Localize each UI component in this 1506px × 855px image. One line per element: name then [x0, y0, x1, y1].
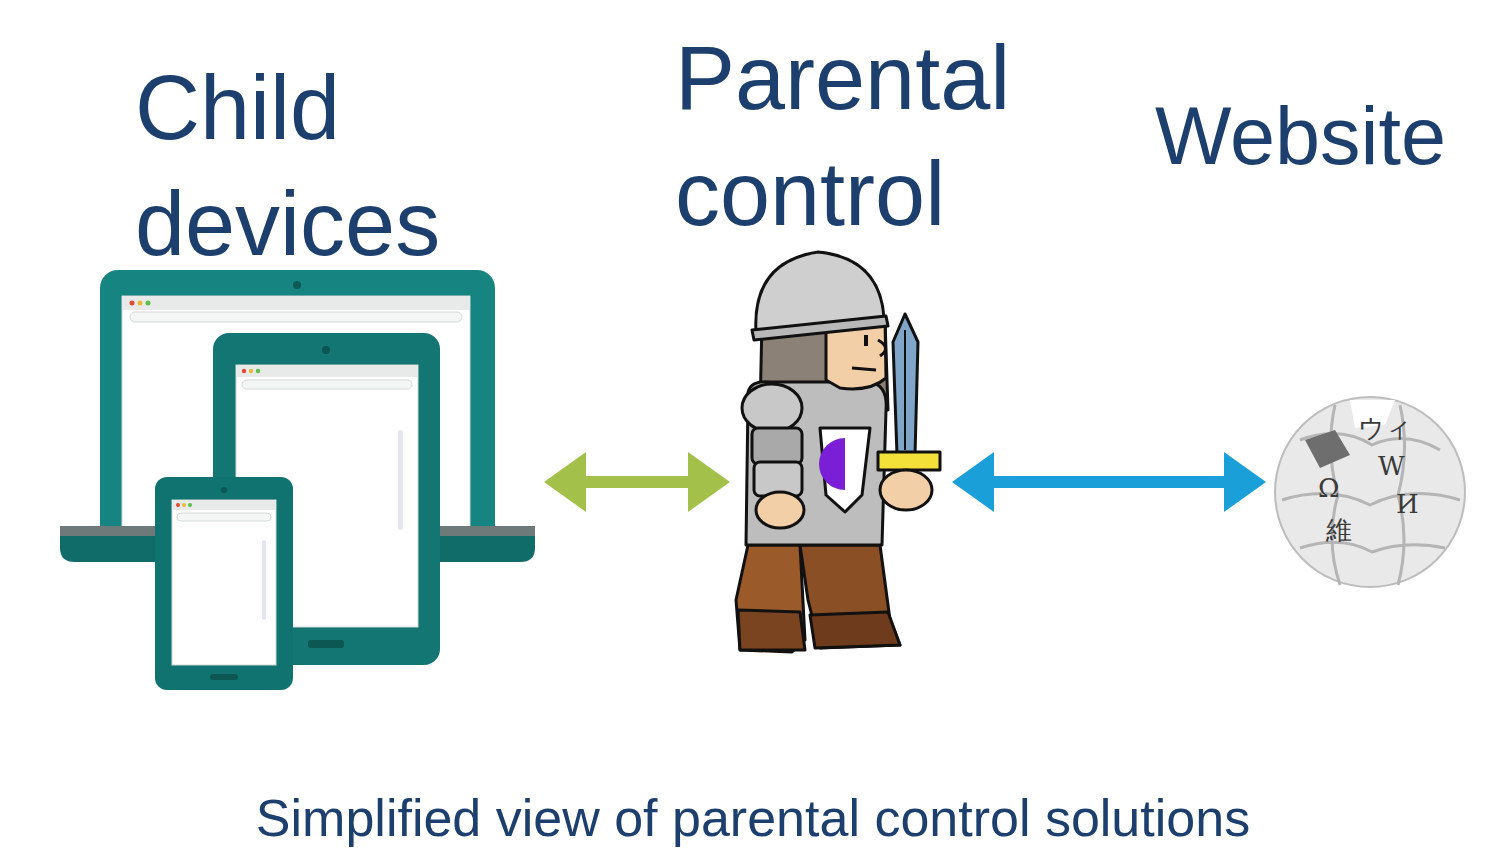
phone-icon — [155, 477, 293, 690]
node-title: Parental control — [675, 20, 1095, 252]
figure-node: Parental control — [736, 252, 946, 652]
globe-glyph: W — [1378, 452, 1405, 480]
globe-logo — [1275, 397, 1465, 587]
arrow-head — [544, 452, 586, 512]
arrow-shaft — [582, 476, 692, 488]
double-arrow — [952, 452, 1266, 512]
arrow-head — [1224, 452, 1266, 512]
caption: Simplified view of parental control solu… — [0, 785, 1506, 851]
figure-node: Child devices — [60, 272, 538, 692]
arrow-shaft — [990, 476, 1228, 488]
globe-glyph: И — [1396, 490, 1419, 518]
node-title: Website — [1155, 78, 1506, 194]
knight-figure — [736, 252, 940, 652]
arrow-head — [688, 452, 730, 512]
arrow-head — [952, 452, 994, 512]
node-title: Child devices — [135, 50, 515, 282]
globe-glyph: Ω — [1318, 474, 1340, 502]
double-arrow — [544, 452, 730, 512]
globe-glyph: 維 — [1326, 516, 1352, 544]
globe-glyph: ウィ — [1358, 414, 1412, 442]
